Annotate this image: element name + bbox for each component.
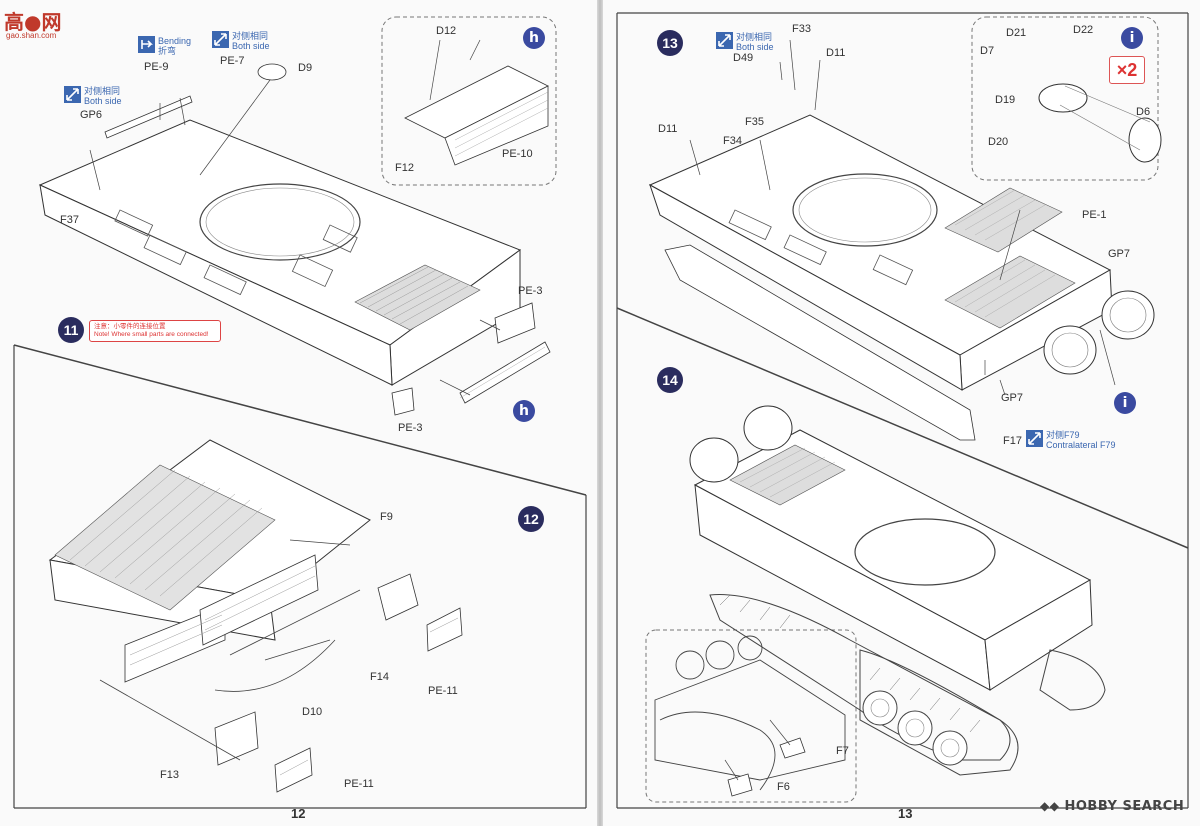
step-number-13: 13: [657, 30, 683, 56]
part-label-d6: D6: [1136, 106, 1151, 118]
part-label-d20: D20: [988, 136, 1009, 148]
watermark-url: gao.shan.com: [6, 31, 57, 40]
part-label-d9: D9: [298, 62, 313, 74]
part-label-pe10: PE-10: [502, 148, 533, 160]
part-label-d10: D10: [302, 706, 323, 718]
mirror-icon: [716, 32, 733, 49]
bending-label-en: Bending: [158, 36, 192, 46]
part-label-pe3-b: PE-3: [398, 422, 423, 434]
page-number-right: 13: [898, 806, 913, 821]
part-label-pe9: PE-9: [144, 61, 169, 73]
part-label-gp7-a: GP7: [1108, 248, 1131, 260]
both-side-cn: 对侧相同: [232, 31, 269, 41]
part-label-f7: F7: [836, 745, 849, 757]
step-number-11: 11: [58, 317, 84, 343]
quantity-multiplier: ×2: [1109, 56, 1145, 84]
part-label-pe7: PE-7: [220, 55, 245, 67]
part-label-f12: F12: [395, 162, 414, 174]
part-label-pe11-b: PE-11: [344, 778, 374, 790]
part-label-d21: D21: [1006, 27, 1027, 39]
callout-marker-i-2: i: [1114, 392, 1136, 414]
part-label-d11-b: D11: [658, 123, 678, 135]
part-label-f34: F34: [723, 135, 742, 147]
bending-label-cn: 折弯: [158, 46, 177, 56]
brand-logo-icon: ◆◆: [1040, 799, 1060, 813]
caution-note-en: Note! Where small parts are connected!: [94, 331, 209, 339]
both-side-cn: 对侧相同: [736, 32, 773, 42]
part-label-d7: D7: [980, 45, 995, 57]
caution-note: 注意：小零件的连接位置 Note! Where small parts are …: [89, 320, 221, 343]
part-label-pe11-a: PE-11: [428, 685, 458, 697]
caution-note-cn: 注意：小零件的连接位置: [94, 323, 166, 330]
contralateral-en: Contralateral F79: [1046, 440, 1116, 450]
mirror-icon: [1026, 430, 1043, 447]
part-label-d49: D49: [733, 52, 754, 64]
bending-icon: [138, 36, 155, 53]
part-label-gp7-b: GP7: [1001, 392, 1024, 404]
part-label-pe1: PE-1: [1082, 209, 1107, 221]
part-label-f37: F37: [60, 214, 79, 226]
brand-watermark: ◆◆ HOBBY SEARCH: [1040, 799, 1184, 814]
watermark-logo: 高●网: [4, 10, 62, 34]
part-label-f6: F6: [777, 781, 790, 793]
part-label-d12: D12: [436, 25, 457, 37]
both-side-cn: 对侧相同: [84, 86, 121, 96]
part-label-d11-a: D11: [826, 47, 846, 59]
step-number-14: 14: [657, 367, 683, 393]
mirror-icon: [212, 31, 229, 48]
page-gutter: [597, 0, 603, 826]
part-label-f35: F35: [745, 116, 764, 128]
part-label-f17: F17: [1003, 435, 1022, 447]
part-label-d19: D19: [995, 94, 1016, 106]
step-number-12: 12: [518, 506, 544, 532]
page-number-left: 12: [291, 806, 306, 821]
both-side-en: Both side: [232, 41, 270, 51]
callout-marker-h: h: [523, 27, 545, 49]
both-side-en: Both side: [84, 96, 122, 106]
contralateral-cn: 对侧F79: [1046, 430, 1080, 440]
part-label-gp6: GP6: [80, 109, 103, 121]
callout-marker-i: i: [1121, 27, 1143, 49]
part-label-pe3-a: PE-3: [518, 285, 543, 297]
part-label-f13: F13: [160, 769, 179, 781]
mirror-icon: [64, 86, 81, 103]
part-label-f9: F9: [380, 511, 393, 523]
both-side-en: Both side: [736, 42, 774, 52]
callout-marker-h-2: h: [513, 400, 535, 422]
part-label-d22: D22: [1073, 24, 1094, 36]
part-label-f14: F14: [370, 671, 389, 683]
brand-text: HOBBY SEARCH: [1064, 799, 1185, 814]
part-label-f33: F33: [792, 23, 811, 35]
